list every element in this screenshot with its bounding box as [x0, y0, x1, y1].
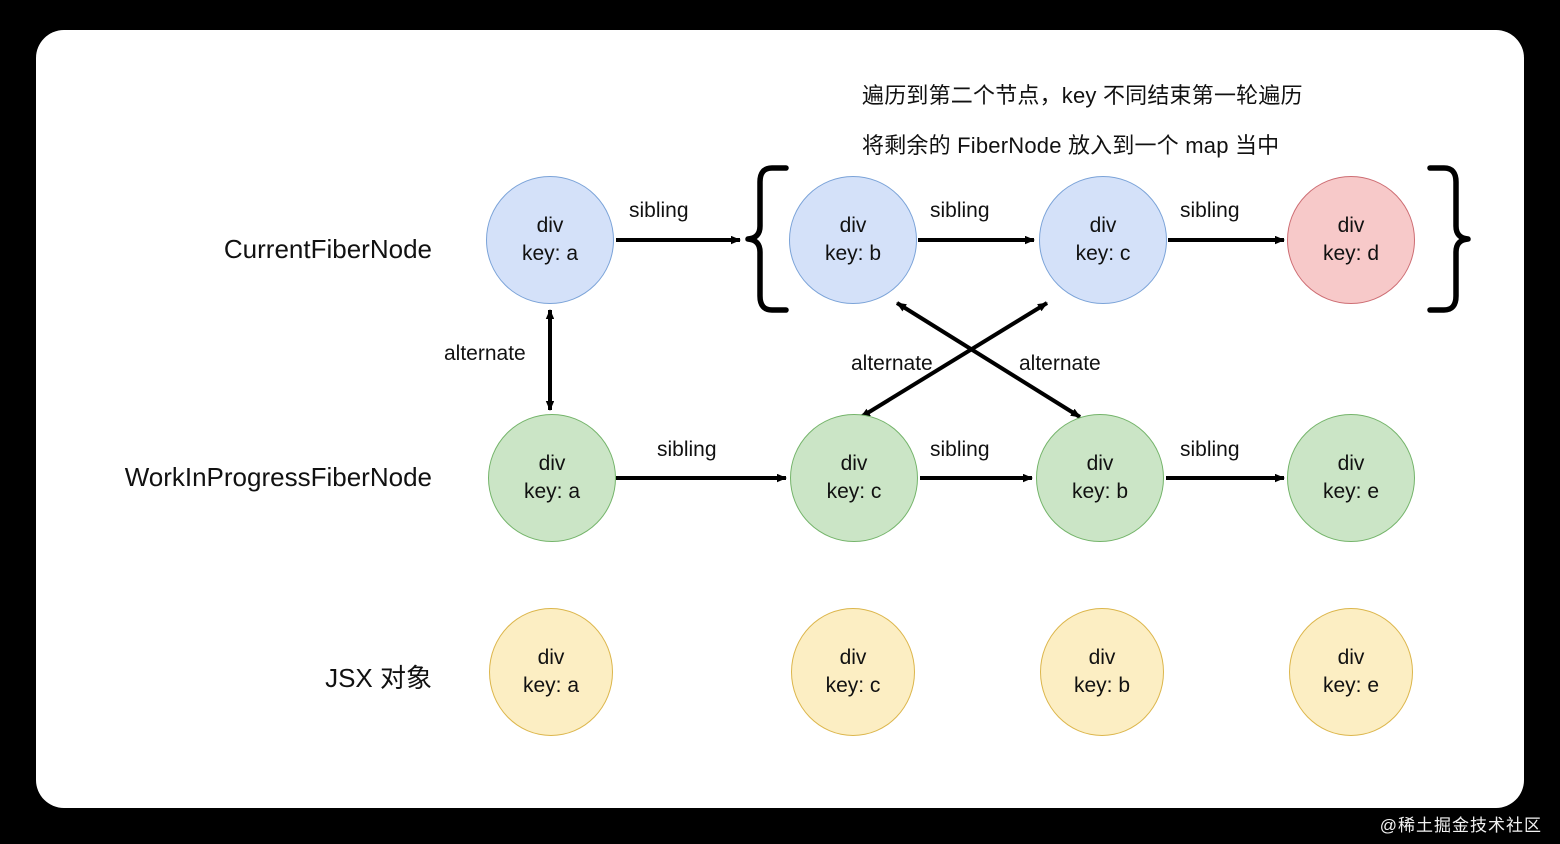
node-current-key-a[interactable]: div key: a [486, 176, 614, 304]
node-key: key: b [1073, 674, 1131, 697]
edge-label-alternate-a: alternate [444, 342, 526, 365]
node-key: key: e [1322, 674, 1380, 697]
node-jsx-key-b[interactable]: div key: b [1040, 608, 1164, 736]
edge-label-wip-sibling-1: sibling [657, 438, 717, 461]
node-tag: div [1088, 645, 1116, 669]
node-jsx-key-c[interactable]: div key: c [791, 608, 915, 736]
node-tag: div [538, 451, 566, 475]
row-label-current-fiber-node: CurrentFiberNode [223, 234, 432, 264]
diagram-card [36, 30, 1524, 808]
node-key: key: e [1322, 480, 1380, 503]
node-key: key: a [523, 480, 581, 503]
node-wip-key-a[interactable]: div key: a [488, 414, 616, 542]
edge-label-current-sibling-2: sibling [930, 199, 990, 222]
row-label-jsx-object: JSX 对象 [325, 663, 432, 693]
node-tag: div [1337, 213, 1365, 237]
node-current-key-b[interactable]: div key: b [789, 176, 917, 304]
edge-label-wip-sibling-2: sibling [930, 438, 990, 461]
node-tag: div [536, 213, 564, 237]
node-wip-key-b[interactable]: div key: b [1036, 414, 1164, 542]
node-key: key: c [825, 674, 881, 697]
node-tag: div [1086, 451, 1114, 475]
node-tag: div [1337, 451, 1365, 475]
node-wip-key-c[interactable]: div key: c [790, 414, 918, 542]
node-tag: div [1337, 645, 1365, 669]
node-wip-key-e[interactable]: div key: e [1287, 414, 1415, 542]
node-tag: div [537, 645, 565, 669]
node-jsx-key-a[interactable]: div key: a [489, 608, 613, 736]
edge-label-alternate-left: alternate [851, 352, 933, 375]
node-current-key-c[interactable]: div key: c [1039, 176, 1167, 304]
node-tag: div [839, 213, 867, 237]
node-key: key: d [1322, 242, 1380, 265]
edge-label-current-sibling-3: sibling [1180, 199, 1240, 222]
node-key: key: b [824, 242, 882, 265]
node-tag: div [839, 645, 867, 669]
edge-label-wip-sibling-3: sibling [1180, 438, 1240, 461]
annotation-line-2: 将剩余的 FiberNode 放入到一个 map 当中 [862, 133, 1280, 158]
node-tag: div [840, 451, 868, 475]
node-current-key-d[interactable]: div key: d [1287, 176, 1415, 304]
node-tag: div [1089, 213, 1117, 237]
node-key: key: c [826, 480, 882, 503]
edge-label-alternate-right: alternate [1019, 352, 1101, 375]
annotation-line-1: 遍历到第二个节点，key 不同结束第一轮遍历 [862, 83, 1303, 108]
row-label-work-in-progress-fiber-node: WorkInProgressFiberNode [124, 462, 432, 492]
node-key: key: c [1075, 242, 1131, 265]
edge-label-current-sibling-1: sibling [629, 199, 689, 222]
node-key: key: b [1071, 480, 1129, 503]
node-key: key: a [522, 674, 580, 697]
watermark: @稀土掘金技术社区 [1379, 816, 1542, 835]
node-jsx-key-e[interactable]: div key: e [1289, 608, 1413, 736]
node-key: key: a [521, 242, 579, 265]
